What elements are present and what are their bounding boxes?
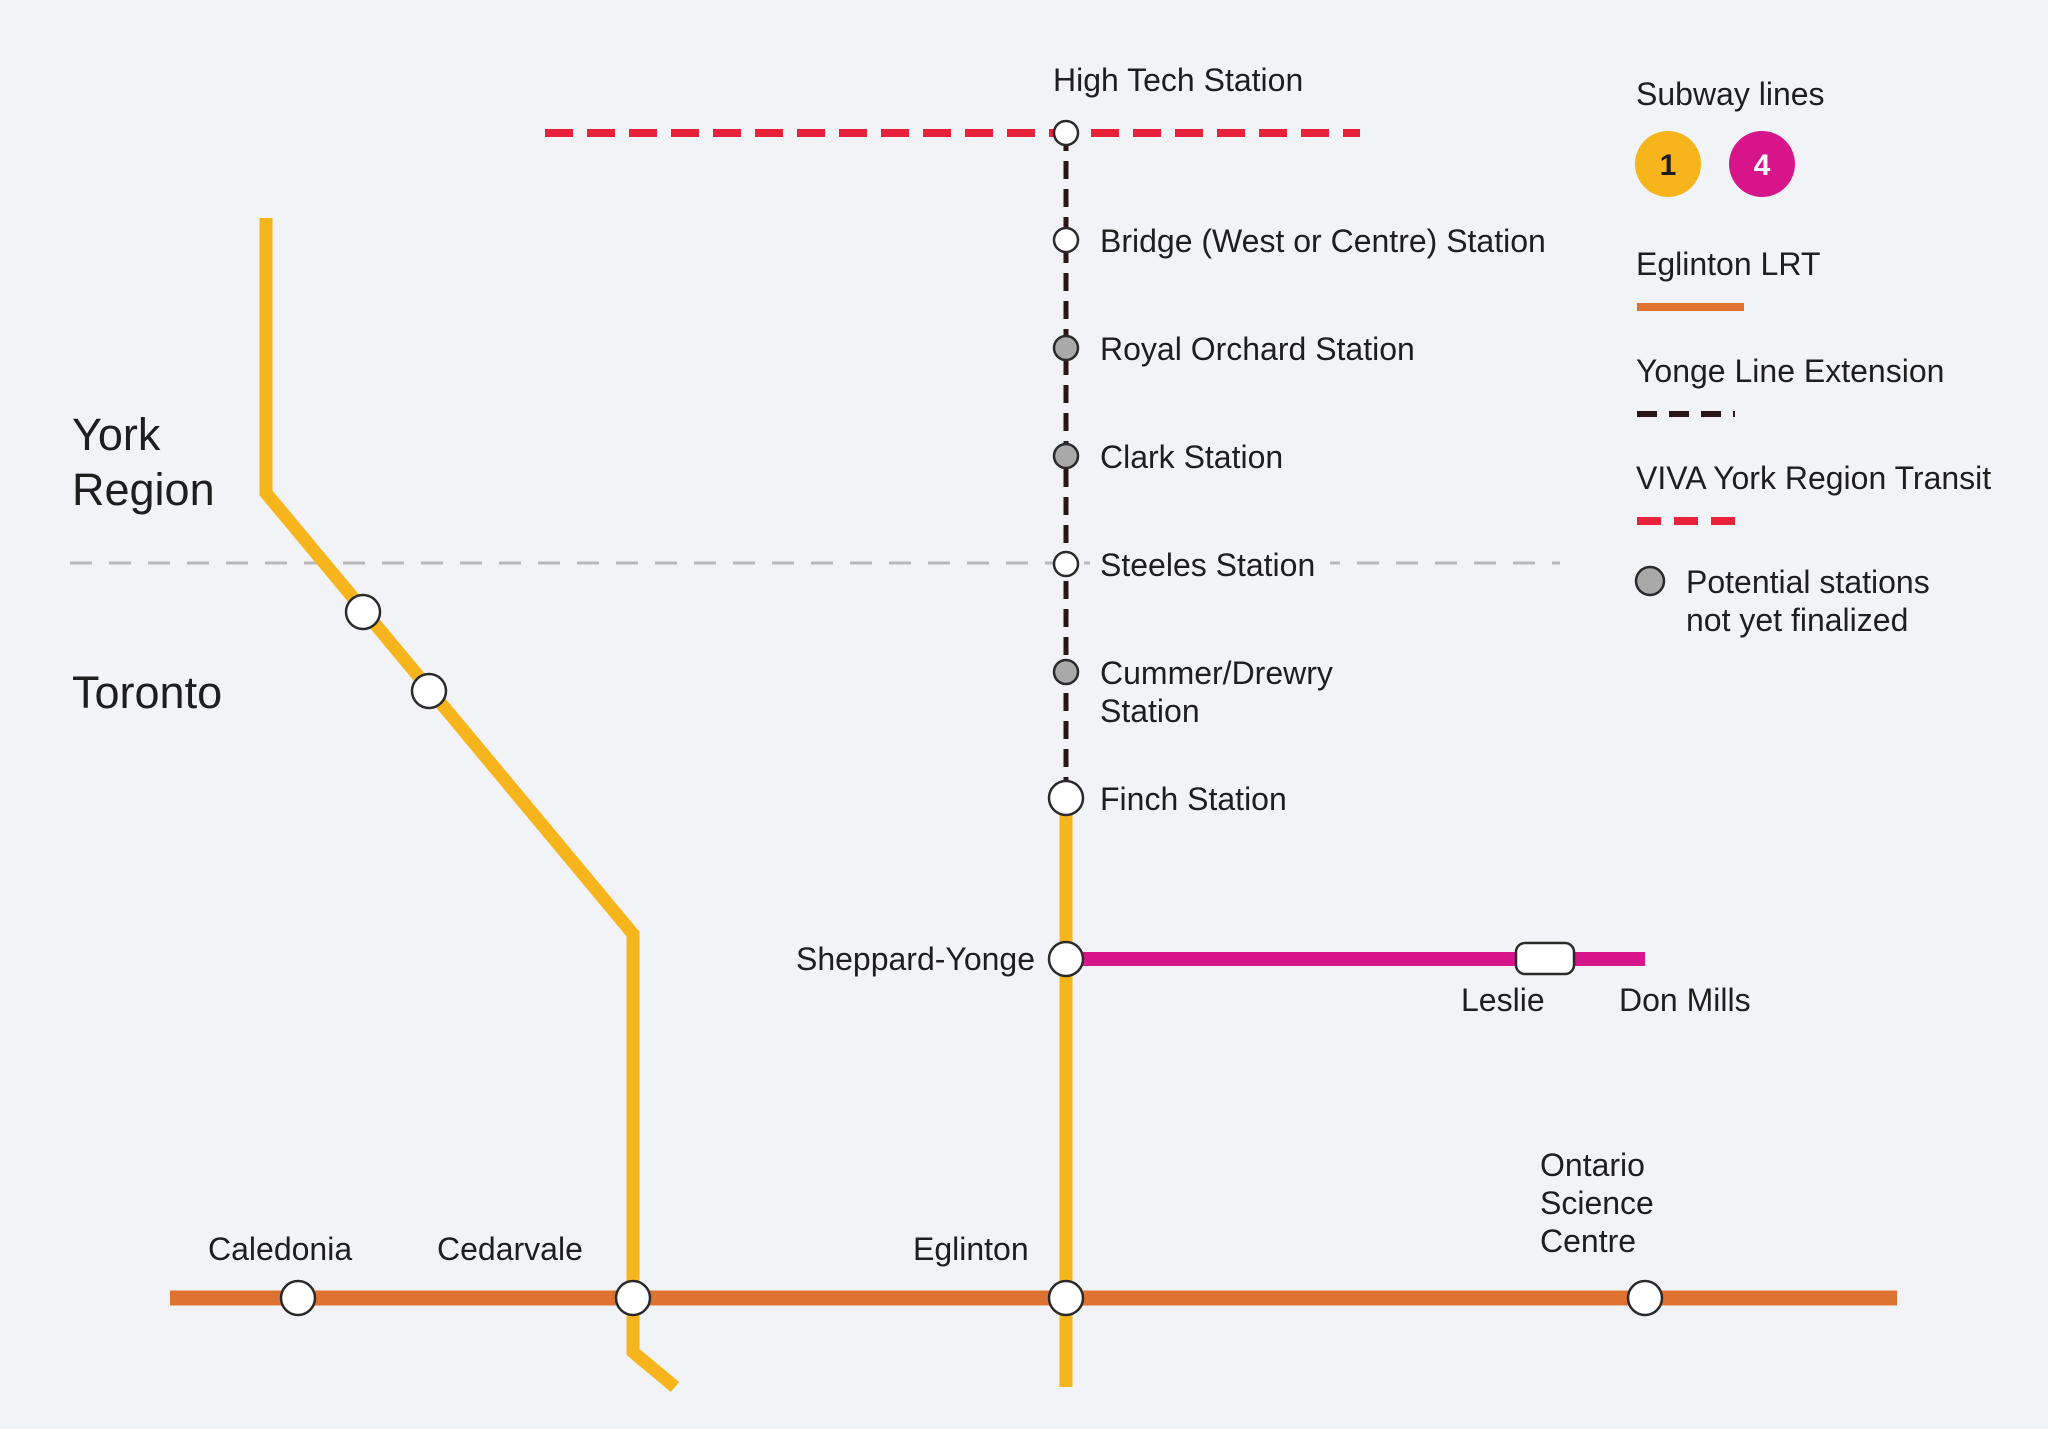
legend-line4-badge [1729, 131, 1795, 197]
station-cedarvale[interactable] [614, 1279, 652, 1317]
stations [279, 119, 1664, 1317]
station-eglinton[interactable] [1047, 1279, 1085, 1317]
region-toronto-label: Toronto [72, 667, 222, 718]
legend-potential-station-marker [1634, 565, 1666, 597]
legend-viva-title: VIVA York Region Transit [1636, 460, 1991, 496]
legend-yonge-ext-title: Yonge Line Extension [1636, 353, 1944, 389]
legend-eglinton-title: Eglinton LRT [1636, 246, 1820, 282]
label-cummer: Cummer/Drewry Station [1100, 655, 1342, 729]
station-finch[interactable] [1047, 779, 1085, 817]
station-west-branch-lower[interactable] [410, 672, 448, 710]
station-clark[interactable] [1052, 442, 1080, 470]
label-steeles: Steeles Station [1100, 547, 1315, 583]
label-caledonia: Caledonia [208, 1231, 352, 1267]
label-don-mills: Don Mills [1619, 982, 1751, 1018]
label-sheppard-yonge: Sheppard-Yonge [796, 941, 1035, 977]
legend-line4-number: 4 [1754, 149, 1771, 182]
label-high-tech: High Tech Station [1053, 62, 1303, 98]
label-leslie: Leslie [1461, 982, 1545, 1018]
region-york-label: York Region [72, 409, 215, 515]
station-steeles[interactable] [1052, 550, 1080, 578]
station-cummer[interactable] [1052, 658, 1080, 686]
station-leslie[interactable] [1514, 941, 1576, 976]
legend: Subway lines 1 4 Eglinton LRT Yonge Line… [1634, 76, 1991, 638]
label-royal-orchard: Royal Orchard Station [1100, 331, 1415, 367]
label-clark: Clark Station [1100, 439, 1283, 475]
label-bridge: Bridge (West or Centre) Station [1100, 223, 1546, 259]
legend-line1-number: 1 [1660, 149, 1677, 182]
line1-west-branch [259, 218, 680, 1392]
label-eglinton: Eglinton [913, 1231, 1029, 1267]
station-caledonia[interactable] [279, 1279, 317, 1317]
station-sheppard-yonge[interactable] [1047, 940, 1085, 978]
legend-subway-title: Subway lines [1636, 76, 1825, 112]
station-royal-orchard[interactable] [1052, 334, 1080, 362]
legend-potential-label: Potential stations not yet finalized [1686, 564, 1939, 638]
station-bridge[interactable] [1052, 226, 1080, 254]
label-ontario-science: Ontario Science Centre [1540, 1147, 1663, 1259]
label-finch: Finch Station [1100, 781, 1287, 817]
station-west-branch-upper[interactable] [344, 593, 382, 631]
label-cedarvale: Cedarvale [437, 1231, 583, 1267]
station-ontario-science[interactable] [1626, 1279, 1664, 1317]
steeles-label-backdrop [1090, 540, 1330, 582]
legend-line1-badge [1635, 131, 1701, 197]
station-high-tech[interactable] [1052, 119, 1080, 147]
